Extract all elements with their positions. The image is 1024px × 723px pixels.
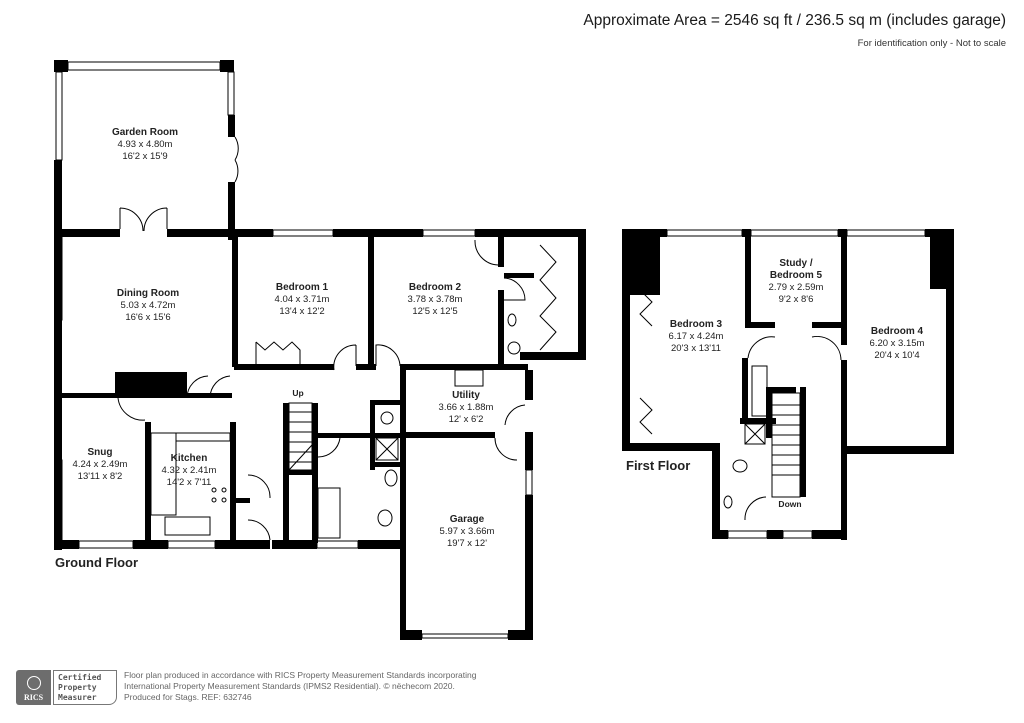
certified-property-measurer-badge: Certified Property Measurer: [53, 670, 117, 705]
first-floor-fixtures: [639, 229, 926, 539]
room-study-bedroom-5: Study / Bedroom 5 2.79 x 2.59m 9'2 x 8'6: [768, 258, 824, 305]
room-kitchen: Kitchen 4.32 x 2.41m 14'2 x 7'11: [161, 453, 217, 488]
room-bedroom-4: Bedroom 4 6.20 x 3.15m 20'4 x 10'4: [869, 326, 925, 361]
room-bedroom-3: Bedroom 3 6.17 x 4.24m 20'3 x 13'11: [668, 319, 724, 354]
room-bedroom-1: Bedroom 1 4.04 x 3.71m 13'4 x 12'2: [274, 282, 330, 317]
footer-disclaimer: Floor plan produced in accordance with R…: [124, 670, 477, 702]
room-garden-room: Garden Room 4.93 x 4.80m 16'2 x 15'9: [111, 127, 179, 162]
footer: RICS Certified Property Measurer Floor p…: [16, 670, 504, 705]
stairs-down-label: Down: [778, 499, 802, 509]
approximate-area: Approximate Area = 2546 sq ft / 236.5 sq…: [583, 12, 1006, 29]
rics-logo: RICS: [16, 670, 51, 705]
room-garage: Garage 5.97 x 3.66m 19'7 x 12': [439, 514, 495, 549]
rics-emblem-icon: [26, 676, 41, 690]
ground-floor-title: Ground Floor: [55, 555, 139, 570]
stairs-up-label: Up: [292, 388, 304, 398]
room-bedroom-2: Bedroom 2 3.78 x 3.78m 12'5 x 12'5: [407, 282, 463, 317]
first-floor-title: First Floor: [626, 458, 691, 473]
room-snug: Snug 4.24 x 2.49m 13'11 x 8'2: [72, 447, 128, 482]
ground-floor-windows: [55, 61, 557, 639]
scale-note: For identification only - Not to scale: [857, 38, 1006, 49]
area-header: Approximate Area = 2546 sq ft / 236.5 sq…: [583, 12, 1006, 49]
room-utility: Utility 3.66 x 1.88m 12' x 6'2: [438, 390, 494, 425]
room-dining-room: Dining Room 5.03 x 4.72m 16'6 x 15'6: [116, 288, 180, 323]
first-floor-walls: [622, 229, 954, 540]
ground-floor-walls: [54, 60, 586, 640]
